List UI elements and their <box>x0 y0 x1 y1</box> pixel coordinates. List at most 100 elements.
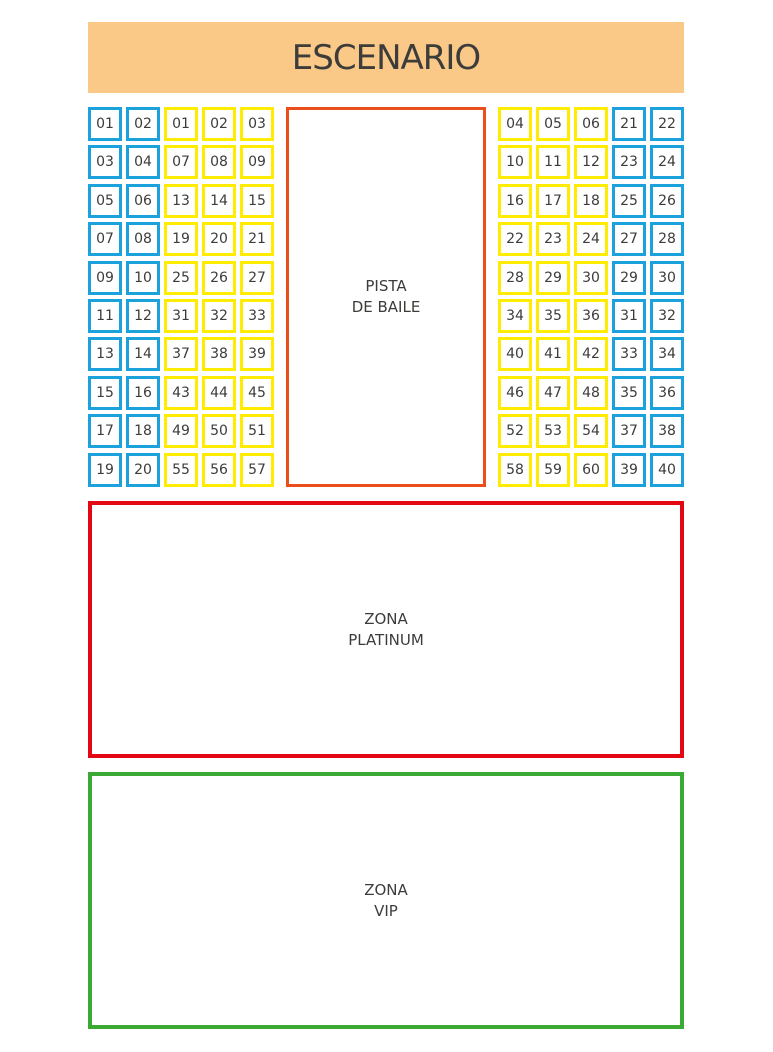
seat-right-blue[interactable]: 23 <box>612 145 646 180</box>
seat-right-yellow[interactable]: 29 <box>536 260 570 295</box>
seat-left-yellow[interactable]: 45 <box>240 375 274 410</box>
seat-right-blue[interactable]: 21 <box>612 107 646 141</box>
seat-left-yellow[interactable]: 31 <box>164 299 198 333</box>
seat-left-blue[interactable]: 16 <box>126 375 160 410</box>
seat-left-yellow[interactable]: 15 <box>240 183 274 218</box>
seat-left-yellow[interactable]: 26 <box>202 260 236 295</box>
seat-left-yellow[interactable]: 20 <box>202 222 236 257</box>
seat-right-blue[interactable]: 28 <box>650 222 684 257</box>
seat-left-blue[interactable]: 14 <box>126 337 160 372</box>
seat-left-blue[interactable]: 17 <box>88 414 122 449</box>
seat-left-blue[interactable]: 12 <box>126 299 160 333</box>
seat-left-yellow[interactable]: 09 <box>240 145 274 180</box>
seat-right-yellow[interactable]: 40 <box>498 337 532 372</box>
seat-left-yellow[interactable]: 43 <box>164 375 198 410</box>
seat-right-blue[interactable]: 26 <box>650 183 684 218</box>
seat-left-yellow[interactable]: 49 <box>164 414 198 449</box>
seat-left-yellow[interactable]: 37 <box>164 337 198 372</box>
seat-right-yellow[interactable]: 23 <box>536 222 570 257</box>
seat-left-yellow[interactable]: 57 <box>240 452 274 487</box>
seat-left-yellow[interactable]: 07 <box>164 145 198 180</box>
seat-left-yellow[interactable]: 27 <box>240 260 274 295</box>
seat-right-blue[interactable]: 38 <box>650 414 684 449</box>
seat-right-blue[interactable]: 29 <box>612 260 646 295</box>
seat-right-yellow[interactable]: 04 <box>498 107 532 141</box>
seat-left-blue[interactable]: 15 <box>88 375 122 410</box>
seat-right-yellow[interactable]: 36 <box>574 299 608 333</box>
seat-right-blue[interactable]: 39 <box>612 452 646 487</box>
seat-left-blue[interactable]: 05 <box>88 183 122 218</box>
seat-left-yellow[interactable]: 32 <box>202 299 236 333</box>
seat-left-blue[interactable]: 08 <box>126 222 160 257</box>
seat-left-yellow[interactable]: 55 <box>164 452 198 487</box>
seat-right-blue[interactable]: 34 <box>650 337 684 372</box>
seat-right-blue[interactable]: 32 <box>650 299 684 333</box>
seat-right-yellow[interactable]: 35 <box>536 299 570 333</box>
seat-right-blue[interactable]: 40 <box>650 452 684 487</box>
seat-left-yellow[interactable]: 39 <box>240 337 274 372</box>
seat-right-blue[interactable]: 37 <box>612 414 646 449</box>
seat-right-yellow[interactable]: 06 <box>574 107 608 141</box>
zone-platinum[interactable]: ZONA PLATINUM <box>88 501 684 758</box>
seat-left-blue[interactable]: 13 <box>88 337 122 372</box>
seat-left-yellow[interactable]: 38 <box>202 337 236 372</box>
seat-left-yellow[interactable]: 02 <box>202 107 236 141</box>
seat-left-blue[interactable]: 11 <box>88 299 122 333</box>
seat-right-yellow[interactable]: 41 <box>536 337 570 372</box>
seat-left-yellow[interactable]: 01 <box>164 107 198 141</box>
seat-right-yellow[interactable]: 60 <box>574 452 608 487</box>
seat-right-yellow[interactable]: 17 <box>536 183 570 218</box>
seat-right-yellow[interactable]: 46 <box>498 375 532 410</box>
seat-left-blue[interactable]: 02 <box>126 107 160 141</box>
seat-right-yellow[interactable]: 22 <box>498 222 532 257</box>
seat-left-yellow[interactable]: 14 <box>202 183 236 218</box>
seat-right-yellow[interactable]: 42 <box>574 337 608 372</box>
seat-right-yellow[interactable]: 54 <box>574 414 608 449</box>
seat-right-yellow[interactable]: 52 <box>498 414 532 449</box>
seat-right-yellow[interactable]: 12 <box>574 145 608 180</box>
seat-right-yellow[interactable]: 11 <box>536 145 570 180</box>
seat-right-yellow[interactable]: 28 <box>498 260 532 295</box>
seat-left-yellow[interactable]: 13 <box>164 183 198 218</box>
seat-right-blue[interactable]: 33 <box>612 337 646 372</box>
seat-right-yellow[interactable]: 59 <box>536 452 570 487</box>
seat-left-yellow[interactable]: 50 <box>202 414 236 449</box>
zone-vip[interactable]: ZONA VIP <box>88 772 684 1029</box>
seat-left-yellow[interactable]: 44 <box>202 375 236 410</box>
seat-left-yellow[interactable]: 08 <box>202 145 236 180</box>
seat-right-yellow[interactable]: 05 <box>536 107 570 141</box>
seat-left-blue[interactable]: 07 <box>88 222 122 257</box>
seat-right-yellow[interactable]: 48 <box>574 375 608 410</box>
seat-right-yellow[interactable]: 30 <box>574 260 608 295</box>
seat-left-yellow[interactable]: 33 <box>240 299 274 333</box>
seat-left-yellow[interactable]: 03 <box>240 107 274 141</box>
seat-left-blue[interactable]: 18 <box>126 414 160 449</box>
zone-pista-de-baile[interactable]: PISTA DE BAILE <box>286 107 486 487</box>
seat-right-yellow[interactable]: 58 <box>498 452 532 487</box>
seat-right-blue[interactable]: 27 <box>612 222 646 257</box>
seat-left-blue[interactable]: 01 <box>88 107 122 141</box>
seat-left-blue[interactable]: 20 <box>126 452 160 487</box>
seat-left-blue[interactable]: 03 <box>88 145 122 180</box>
seat-right-yellow[interactable]: 18 <box>574 183 608 218</box>
seat-left-blue[interactable]: 09 <box>88 260 122 295</box>
seat-right-blue[interactable]: 22 <box>650 107 684 141</box>
seat-right-yellow[interactable]: 53 <box>536 414 570 449</box>
seat-right-yellow[interactable]: 34 <box>498 299 532 333</box>
seat-left-yellow[interactable]: 56 <box>202 452 236 487</box>
seat-right-blue[interactable]: 31 <box>612 299 646 333</box>
seat-left-blue[interactable]: 06 <box>126 183 160 218</box>
seat-right-yellow[interactable]: 24 <box>574 222 608 257</box>
seat-left-blue[interactable]: 10 <box>126 260 160 295</box>
seat-left-yellow[interactable]: 21 <box>240 222 274 257</box>
seat-right-yellow[interactable]: 47 <box>536 375 570 410</box>
seat-left-blue[interactable]: 19 <box>88 452 122 487</box>
seat-right-blue[interactable]: 25 <box>612 183 646 218</box>
seat-right-blue[interactable]: 36 <box>650 375 684 410</box>
seat-right-blue[interactable]: 35 <box>612 375 646 410</box>
seat-left-yellow[interactable]: 19 <box>164 222 198 257</box>
seat-left-yellow[interactable]: 51 <box>240 414 274 449</box>
seat-right-blue[interactable]: 30 <box>650 260 684 295</box>
seat-right-yellow[interactable]: 10 <box>498 145 532 180</box>
seat-right-yellow[interactable]: 16 <box>498 183 532 218</box>
